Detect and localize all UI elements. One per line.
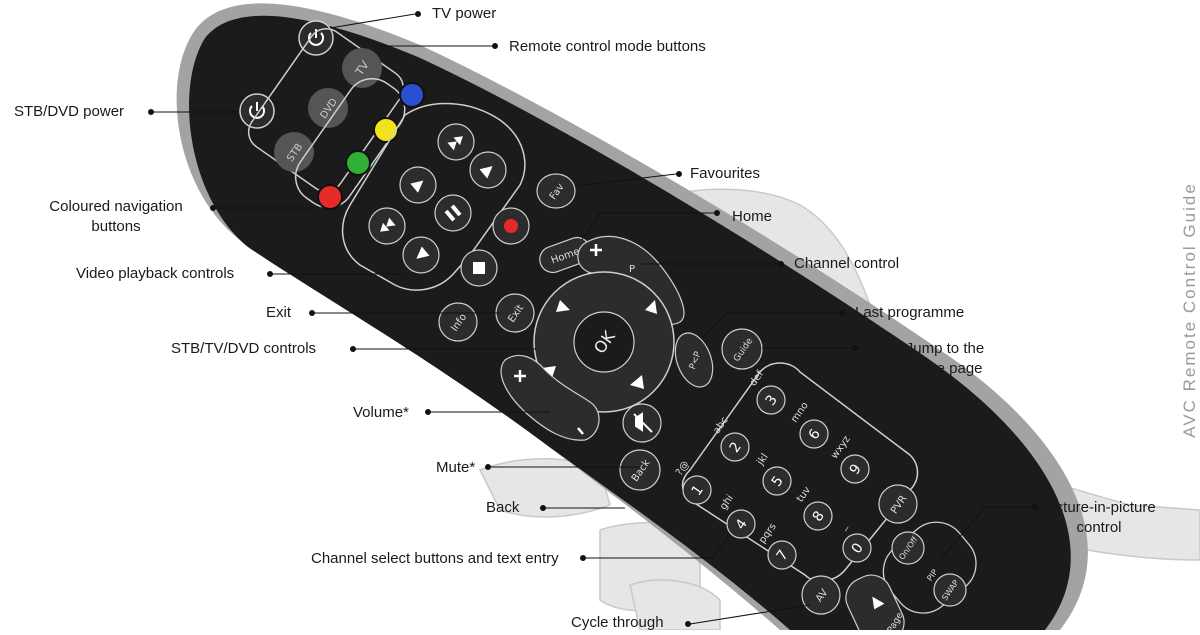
record-icon — [504, 219, 518, 233]
skip-forward-icon — [447, 136, 463, 151]
skip-forward-button[interactable] — [437, 123, 475, 161]
volume-rocker — [500, 355, 600, 441]
label-back: Back — [486, 499, 520, 516]
label-coloured-nav: Coloured navigation buttons — [36, 197, 196, 237]
label-channel-control: Channel control — [794, 255, 900, 272]
mute-button[interactable] — [622, 403, 662, 443]
label-pip-line1: Picture-in-picture — [1042, 499, 1156, 516]
keypad-key-circle — [767, 540, 797, 570]
home-button[interactable]: Home — [536, 234, 594, 276]
guide-button[interactable]: Guide — [721, 328, 763, 370]
blue-button[interactable] — [399, 82, 425, 108]
power-icon — [249, 102, 265, 119]
exit-button[interactable]: Exit — [495, 293, 535, 333]
fav-button[interactable]: Fav — [536, 173, 576, 209]
pip-swap-button[interactable]: SWAP — [933, 573, 967, 607]
label-favourites: Favourites — [690, 165, 761, 182]
keypad-key-circle — [720, 432, 750, 462]
pip-onoff-button[interactable]: On/Off — [891, 531, 925, 565]
label-home: Home — [732, 208, 773, 225]
playback-controls — [341, 102, 530, 291]
pip-group: On/Off PIP SWAP — [882, 521, 977, 614]
keypad-key-circle — [799, 419, 829, 449]
frame-back-icon — [416, 246, 430, 259]
page-up-icon — [872, 596, 885, 610]
power-icon — [308, 29, 324, 46]
keypad-key-circle — [840, 454, 870, 484]
stop-button[interactable] — [460, 249, 498, 287]
label-jump-line1: Jump to the — [905, 340, 985, 357]
plus-icon — [514, 370, 526, 382]
keypad-key-circle — [762, 466, 792, 496]
keypad-key-circle — [726, 509, 756, 539]
info-button[interactable]: Info — [438, 302, 478, 342]
label-video-playback: Video playback controls — [76, 265, 235, 282]
av-button[interactable]: AV — [801, 575, 841, 615]
last-programme-button[interactable]: P<P — [668, 328, 719, 392]
volume-up-button[interactable] — [514, 370, 526, 382]
record-button[interactable] — [492, 207, 530, 245]
plus-icon — [590, 244, 602, 256]
label-pip: Picture-in-picture control — [1036, 498, 1162, 538]
label-jump-home: Jump to the home page — [880, 339, 1010, 379]
mode-button-dvd[interactable]: DVD — [308, 88, 348, 128]
keypad-key-circle — [756, 385, 786, 415]
label-mute: Mute* — [436, 459, 476, 476]
play-icon — [410, 180, 424, 193]
minus-icon — [577, 427, 584, 435]
label-volume: Volume* — [353, 404, 409, 421]
pvr-button[interactable]: PVR — [878, 484, 918, 524]
mode-button-stb[interactable]: STB — [274, 132, 314, 172]
mode-button-tv[interactable]: TV — [342, 48, 382, 88]
navigation-pad: OK — [533, 271, 675, 413]
rewind-icon — [380, 217, 396, 232]
nav-up-arrow-icon[interactable] — [556, 300, 570, 312]
channel-up-button[interactable] — [590, 244, 602, 256]
label-stb-dvd-power: STB/DVD power — [14, 103, 125, 120]
volume-down-button[interactable] — [577, 427, 584, 435]
label-jump-line2: home page — [907, 360, 983, 377]
label-tv-power: TV power — [432, 5, 497, 22]
leader-lines — [148, 11, 1038, 627]
keypad-key-circle — [682, 475, 712, 505]
rewind-button[interactable] — [368, 207, 406, 245]
side-title: AVC Remote Control Guide — [1180, 182, 1200, 438]
channel-label: P — [629, 264, 635, 275]
play-button[interactable] — [399, 166, 437, 204]
fast-forward-button[interactable] — [469, 151, 507, 189]
green-button[interactable] — [345, 150, 371, 176]
nav-down-arrow-icon[interactable] — [630, 375, 644, 389]
pause-button[interactable] — [434, 194, 472, 232]
label-coloured-nav-line1: Coloured navigation — [49, 198, 183, 215]
label-pip-line2: control — [1076, 519, 1122, 536]
label-channel-select: Channel select buttons and text entry — [311, 550, 559, 567]
stb-dvd-power-button[interactable] — [239, 93, 275, 129]
keypad-key-0[interactable]: 0_ — [836, 521, 872, 563]
pause-icon — [444, 204, 462, 222]
stop-icon — [473, 262, 485, 274]
red-button[interactable] — [317, 184, 343, 210]
nav-left-arrow-icon[interactable] — [542, 366, 556, 378]
yellow-button[interactable] — [373, 117, 399, 143]
label-last-programme: Last programme — [855, 304, 965, 321]
frame-back-button[interactable] — [402, 236, 440, 274]
back-button[interactable]: Back — [619, 449, 661, 491]
page-rocker[interactable]: Page — [839, 569, 910, 635]
tv-power-button[interactable] — [298, 20, 334, 56]
keypad-key-circle — [842, 533, 872, 563]
label-coloured-nav-line2: buttons — [91, 218, 141, 235]
keypad-key-circle — [803, 501, 833, 531]
label-mode-buttons: Remote control mode buttons — [509, 38, 706, 55]
label-exit: Exit — [266, 304, 292, 321]
label-stb-tv-dvd-controls: STB/TV/DVD controls — [171, 340, 317, 357]
label-cycle-through: Cycle through — [571, 614, 664, 631]
nav-right-arrow-icon[interactable] — [645, 300, 657, 314]
fast-forward-icon — [479, 166, 493, 179]
mute-icon — [633, 412, 653, 433]
